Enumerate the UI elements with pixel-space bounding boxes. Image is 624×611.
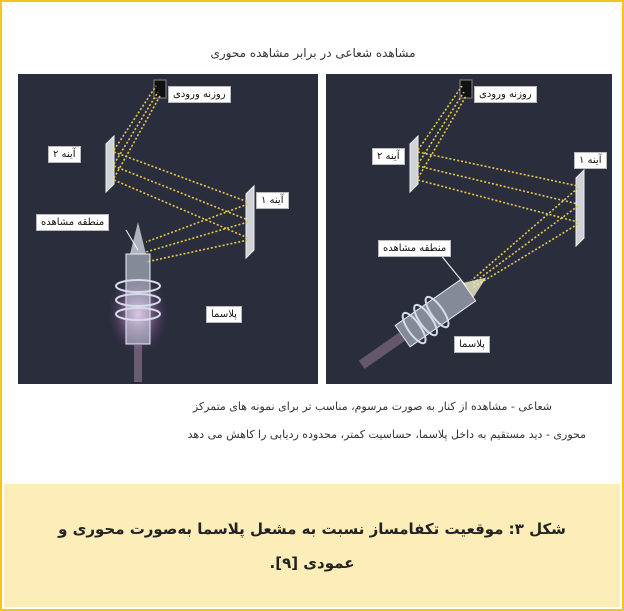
left-plasma-label: پلاسما xyxy=(206,306,242,323)
vertical-torch xyxy=(108,222,168,382)
light-beams xyxy=(114,86,248,262)
radial-note: شعاعی - مشاهده از کنار به صورت مرسوم، من… xyxy=(193,400,552,413)
mirror1-shape xyxy=(576,170,584,246)
figure: مشاهده شعاعی در برابر مشاهده محوری xyxy=(10,8,616,484)
axial-note: محوری - دید مستقیم به داخل پلاسما، حساسی… xyxy=(188,428,586,441)
right-observation-zone-label: منطقه مشاهده xyxy=(378,240,451,257)
right-plasma-label: پلاسما xyxy=(454,336,490,353)
light-beams xyxy=(418,86,578,288)
left-entrance-slit-label: روزنه ورودی xyxy=(168,86,231,103)
right-mirror2-label: آینه ۲ xyxy=(372,148,405,165)
radial-view-panel: روزنه ورودی آینه ۲ آینه ۱ منطقه مشاهده پ… xyxy=(18,74,318,384)
figure-caption-box: شکل ۳: موقعیت تکفامساز نسبت به مشعل پلاس… xyxy=(4,484,620,607)
left-mirror2-label: آینه ۲ xyxy=(48,146,81,163)
left-observation-zone-label: منطقه مشاهده xyxy=(36,214,109,231)
mirror2-shape xyxy=(410,136,418,192)
axial-view-panel: روزنه ورودی آینه ۲ آینه ۱ منطقه مشاهده پ… xyxy=(326,74,612,384)
mirror2-shape xyxy=(106,136,114,192)
figure-title: مشاهده شعاعی در برابر مشاهده محوری xyxy=(10,46,616,60)
figure-caption: شکل ۳: موقعیت تکفامساز نسبت به مشعل پلاس… xyxy=(34,512,590,580)
right-mirror1-label: آینه ۱ xyxy=(574,152,607,169)
left-mirror1-label: آینه ۱ xyxy=(256,192,289,209)
right-entrance-slit-label: روزنه ورودی xyxy=(474,86,537,103)
horizontal-torch xyxy=(351,263,496,380)
